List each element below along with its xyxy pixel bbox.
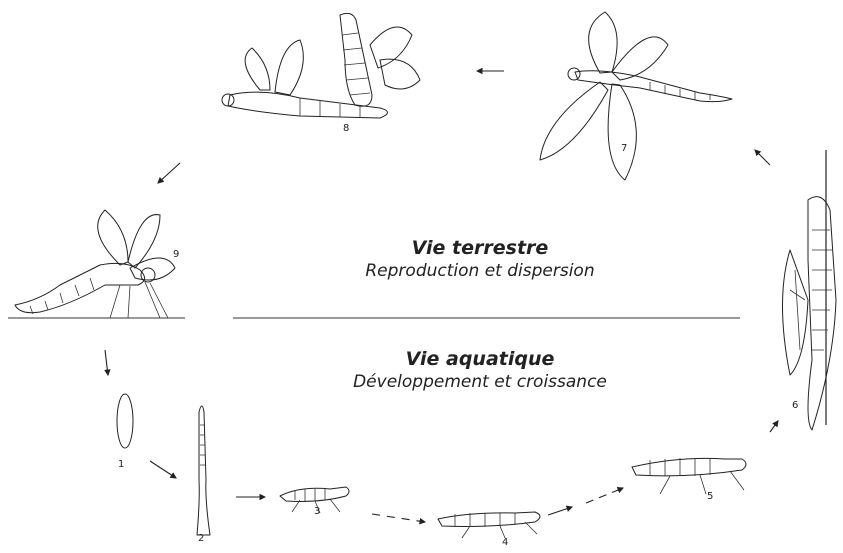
arrow-9-to-1	[105, 350, 108, 375]
arrow-4-to-5-a	[548, 507, 572, 515]
egg-illustration	[117, 394, 133, 448]
stage-number-9: 9	[173, 249, 179, 260]
stage-number-6: 6	[792, 400, 798, 411]
egg-laying-dragonfly-illustration	[8, 210, 185, 318]
emergence-illustration	[783, 150, 837, 430]
terrestrial-caption: Vie terrestre Reproduction et dispersion	[300, 237, 660, 281]
terrestrial-title: Vie terrestre	[300, 237, 660, 259]
aquatic-caption: Vie aquatique Développement et croissanc…	[285, 348, 675, 392]
arrow-1-to-2	[150, 461, 176, 478]
cycle-arrows	[105, 71, 778, 522]
stage-number-8: 8	[343, 123, 349, 134]
arrow-4-to-5-b	[586, 488, 623, 503]
arrow-3-to-4	[372, 514, 425, 522]
arrow-6-to-7	[755, 150, 770, 165]
stage-number-1: 1	[118, 459, 124, 470]
larva-large-illustration	[632, 458, 746, 494]
stage-number-7: 7	[621, 143, 627, 154]
stage-number-5: 5	[707, 491, 713, 502]
adult-dragonfly-illustration	[540, 12, 732, 180]
terrestrial-subtitle: Reproduction et dispersion	[300, 261, 660, 281]
aquatic-title: Vie aquatique	[285, 348, 675, 370]
arrow-8-to-9	[158, 163, 180, 183]
arrow-5-to-6	[770, 421, 778, 432]
mating-pair-illustration	[222, 13, 420, 118]
aquatic-subtitle: Développement et croissance	[285, 372, 675, 392]
larva-medium-illustration	[438, 512, 540, 538]
stage-number-3: 3	[314, 506, 320, 517]
stage-number-4: 4	[502, 537, 508, 548]
hatchling-illustration	[197, 406, 210, 535]
stage-number-2: 2	[198, 533, 204, 544]
